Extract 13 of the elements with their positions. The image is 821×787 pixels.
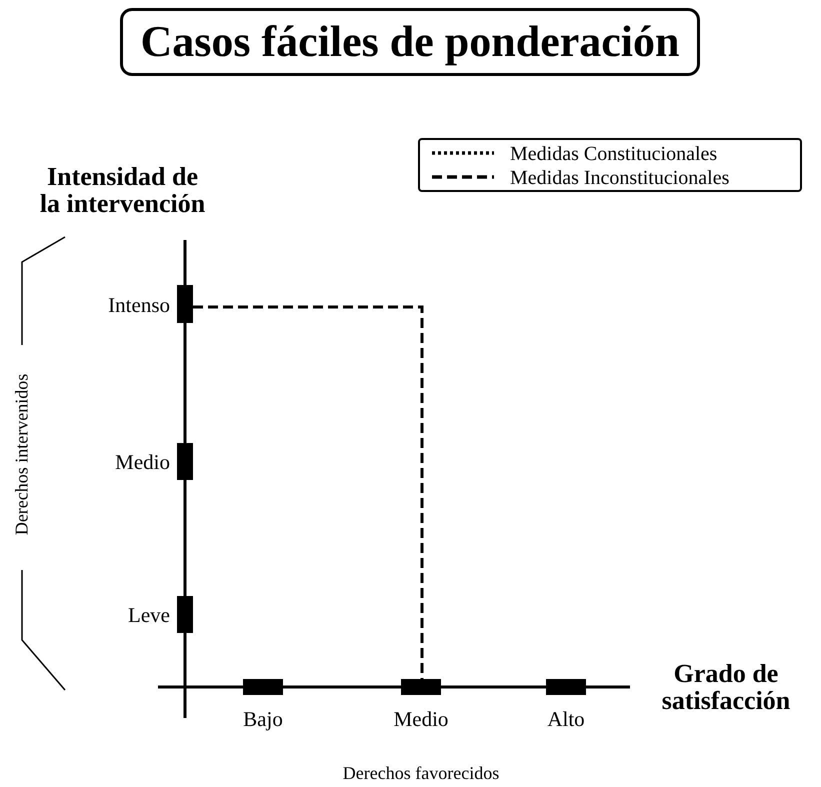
axis-label: Derechos favorecidos [342,764,500,783]
legend-label: Medidas Constitucionales [510,143,718,166]
tick-label: Alto [546,708,586,730]
tick-label: Medio [114,451,170,474]
title: Casos fáciles de ponderación [120,8,700,76]
tick-label: Leve [127,604,170,626]
legend-label: Medidas Inconstitucionales [510,167,730,190]
axis-title: Intensidad de la intervención [38,163,206,218]
tick-label: Intenso [107,294,170,316]
axis-label: Derechos intervenidos [12,372,32,538]
tick-label: Medio [392,708,450,730]
axis-title: Grado de satisfacción [660,660,792,715]
tick-label: Bajo [242,708,284,730]
